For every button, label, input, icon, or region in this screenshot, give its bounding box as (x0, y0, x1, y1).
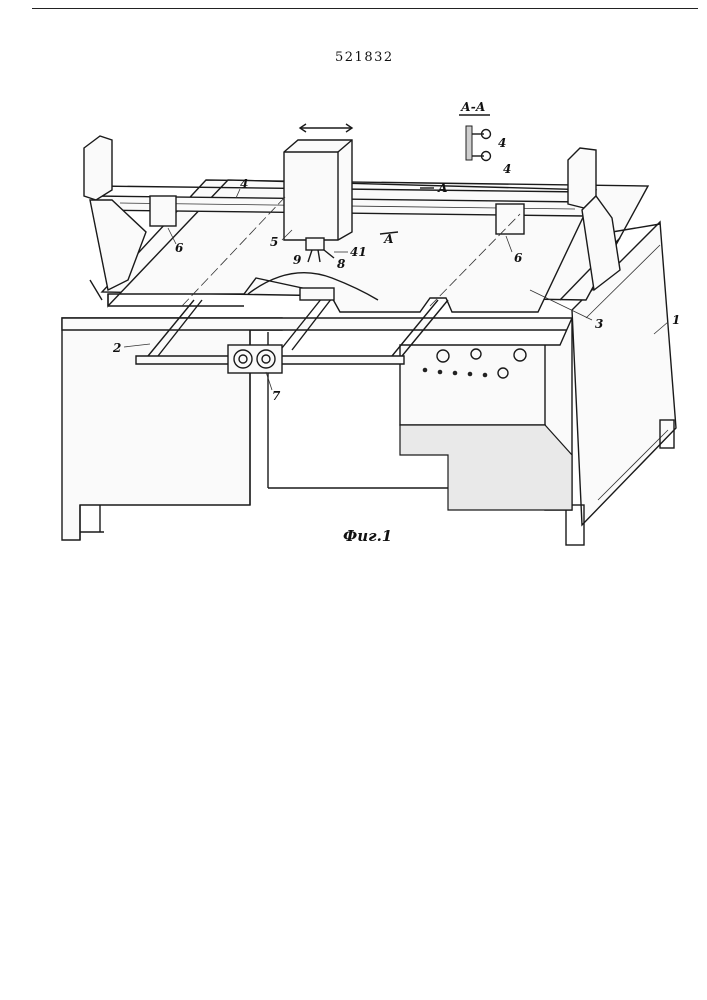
label-tool-8: 8 (337, 257, 346, 271)
section-label-rail-top: 4 (498, 136, 506, 150)
label-rail-front: 2 (112, 341, 121, 355)
knob-block (228, 345, 282, 373)
label-tool-41: 41 (350, 245, 367, 259)
label-tool-9: 9 (293, 253, 302, 267)
carriage-left (150, 196, 176, 226)
section-label-rail-bottom: 4 (503, 162, 511, 176)
label-head: 5 (270, 235, 278, 249)
label-frame: 1 (672, 313, 680, 327)
label-carriage-right: 6 (514, 251, 523, 265)
label-guide-rail: 4 (240, 177, 248, 191)
section-label: А-А (460, 100, 486, 114)
section-mark-upper: А (437, 181, 448, 195)
carriage-right (496, 204, 524, 234)
section-a-a: А-А 4 4 (459, 100, 511, 176)
label-carriage-left: 6 (175, 241, 184, 255)
label-table: 3 (595, 317, 603, 331)
label-knobs: 7 (272, 389, 281, 403)
